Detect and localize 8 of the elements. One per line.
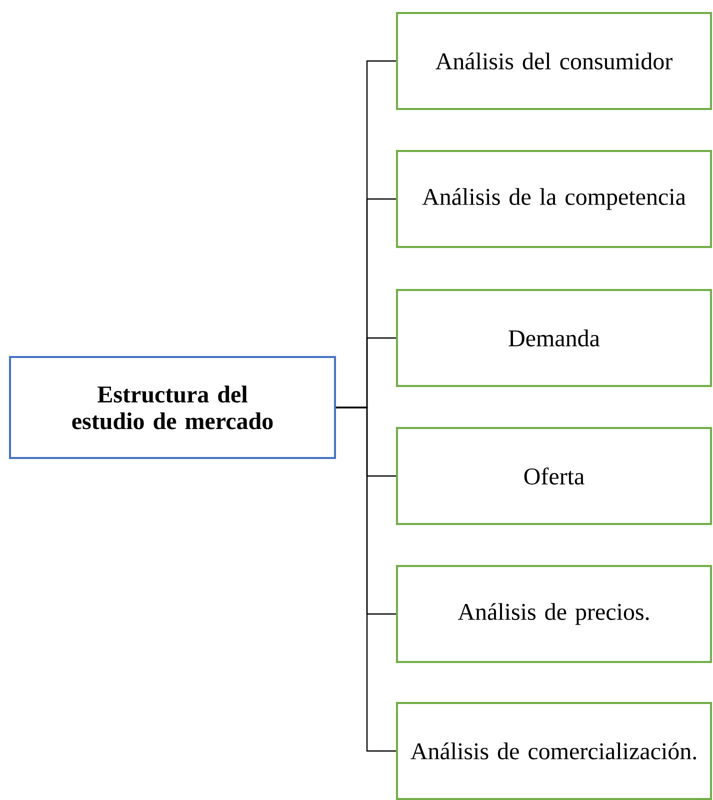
- topic-box: Oferta: [396, 427, 712, 525]
- root-box: Estructura del estudio de mercado: [9, 356, 336, 459]
- topic-box: Análisis de comercialización.: [396, 702, 712, 800]
- connector-line: [336, 406, 396, 752]
- topic-box: Análisis del consumidor: [396, 12, 712, 110]
- topic-box: Análisis de precios.: [396, 565, 712, 663]
- topic-box: Análisis de la competencia: [396, 150, 712, 248]
- topic-box: Demanda: [396, 289, 712, 387]
